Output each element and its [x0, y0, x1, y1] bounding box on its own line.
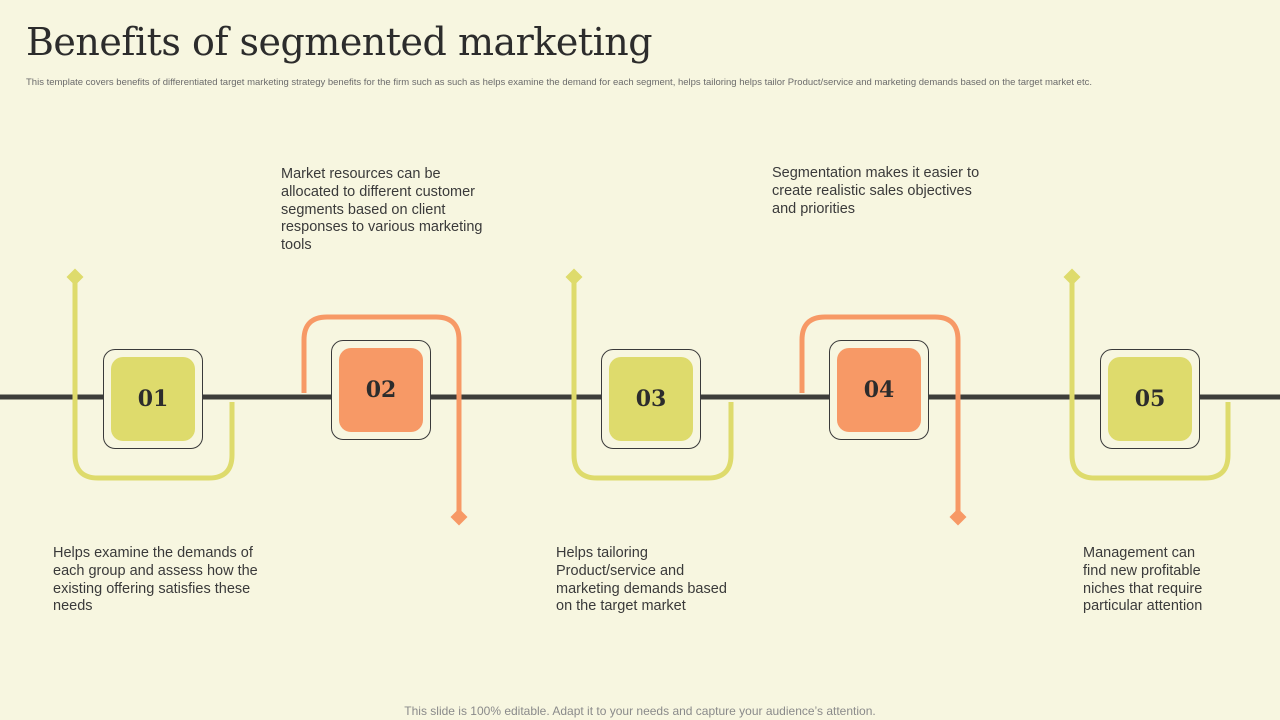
step-3-number: 03	[609, 357, 693, 441]
step-1-description: Helps examine the demands of each group …	[53, 545, 258, 615]
step-2-description: Market resources can be allocated to dif…	[281, 166, 483, 254]
slide-subtitle: This template covers benefits of differe…	[26, 77, 1092, 88]
step-1-diamond	[66, 268, 84, 286]
step-4-number: 04	[837, 348, 921, 432]
step-1-number: 01	[111, 357, 195, 441]
step-4-description: Segmentation makes it easier to create r…	[772, 165, 980, 217]
step-3-description: Helps tailoring Product/service and mark…	[556, 545, 727, 615]
step-3-box: 03	[601, 349, 701, 449]
step-4-box: 04	[829, 340, 929, 440]
step-2-bracket	[301, 314, 462, 512]
step-4-diamond	[949, 508, 967, 526]
step-1-bracket	[72, 280, 235, 481]
step-2-box: 02	[331, 340, 431, 440]
step-5-diamond	[1063, 268, 1081, 286]
step-2-number: 02	[339, 348, 423, 432]
step-5-number: 05	[1108, 357, 1192, 441]
slide-footer: This slide is 100% editable. Adapt it to…	[404, 704, 876, 718]
step-1-box: 01	[103, 349, 203, 449]
step-5-description: Management can find new profitable niche…	[1083, 545, 1203, 615]
step-3-bracket	[571, 280, 734, 481]
step-2-diamond	[450, 508, 468, 526]
step-4-bracket	[799, 314, 961, 512]
slide-title: Benefits of segmented marketing	[26, 20, 653, 64]
step-3-diamond	[565, 268, 583, 286]
step-5-box: 05	[1100, 349, 1200, 449]
step-5-bracket	[1069, 280, 1231, 481]
